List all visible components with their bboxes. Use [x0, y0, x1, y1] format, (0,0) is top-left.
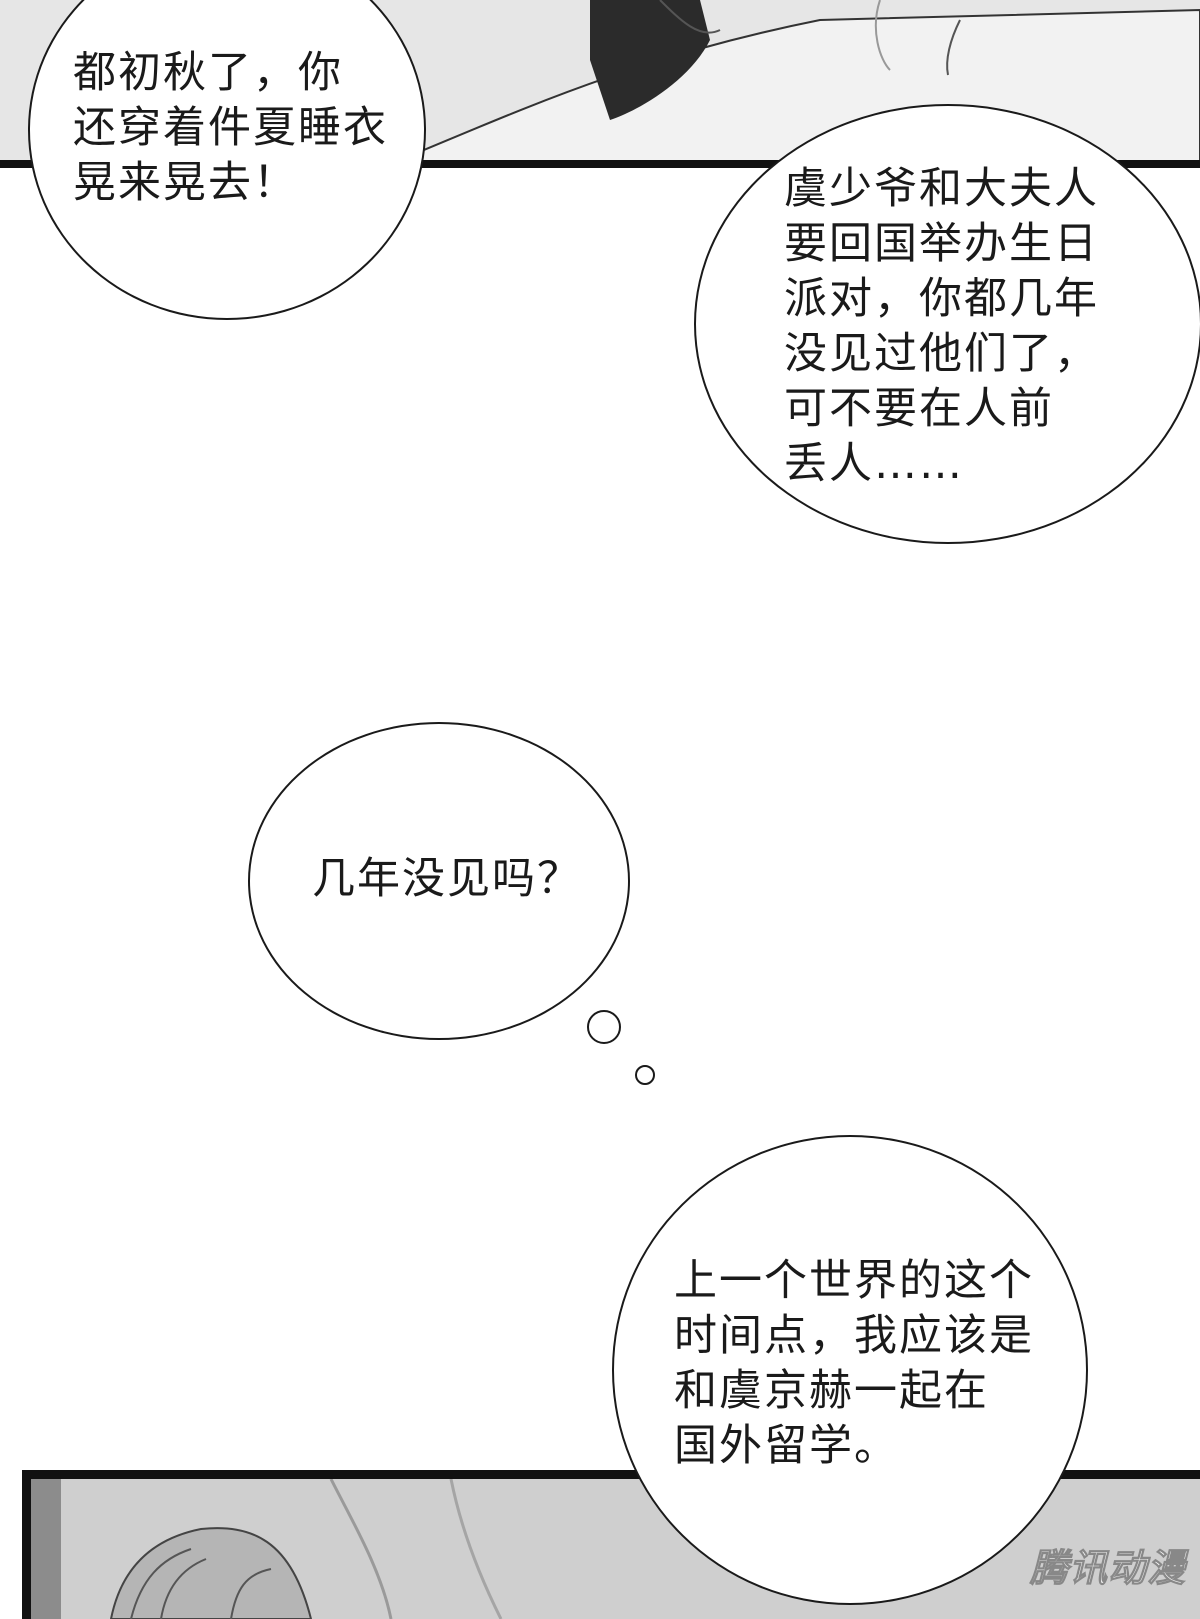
speech-bubble-4-text: 上一个世界的这个 时间点，我应该是 和虞京赫一起在 国外留学。: [674, 1256, 1034, 1471]
thought-dot-small: [635, 1065, 655, 1085]
speech-bubble-1-text: 都初秋了，你 还穿着件夏睡衣 晃来晃去！: [73, 48, 388, 208]
watermark-logo: 腾讯动漫: [1029, 1546, 1186, 1591]
thought-bubble-3: 几年没见吗？: [248, 722, 630, 1040]
speech-bubble-1: 都初秋了，你 还穿着件夏睡衣 晃来晃去！: [28, 0, 426, 320]
top-panel-border: [0, 160, 1200, 168]
speech-bubble-2: 虞少爷和大夫人 要回国举办生日 派对，你都几年 没见过他们了， 可不要在人前 丢…: [694, 104, 1200, 544]
speech-bubble-2-text: 虞少爷和大夫人 要回国举办生日 派对，你都几年 没见过他们了， 可不要在人前 丢…: [784, 164, 1099, 489]
speech-bubble-4: 上一个世界的这个 时间点，我应该是 和虞京赫一起在 国外留学。: [612, 1135, 1088, 1605]
thought-bubble-3-text: 几年没见吗？: [312, 854, 582, 904]
thought-dot-large: [587, 1010, 621, 1044]
